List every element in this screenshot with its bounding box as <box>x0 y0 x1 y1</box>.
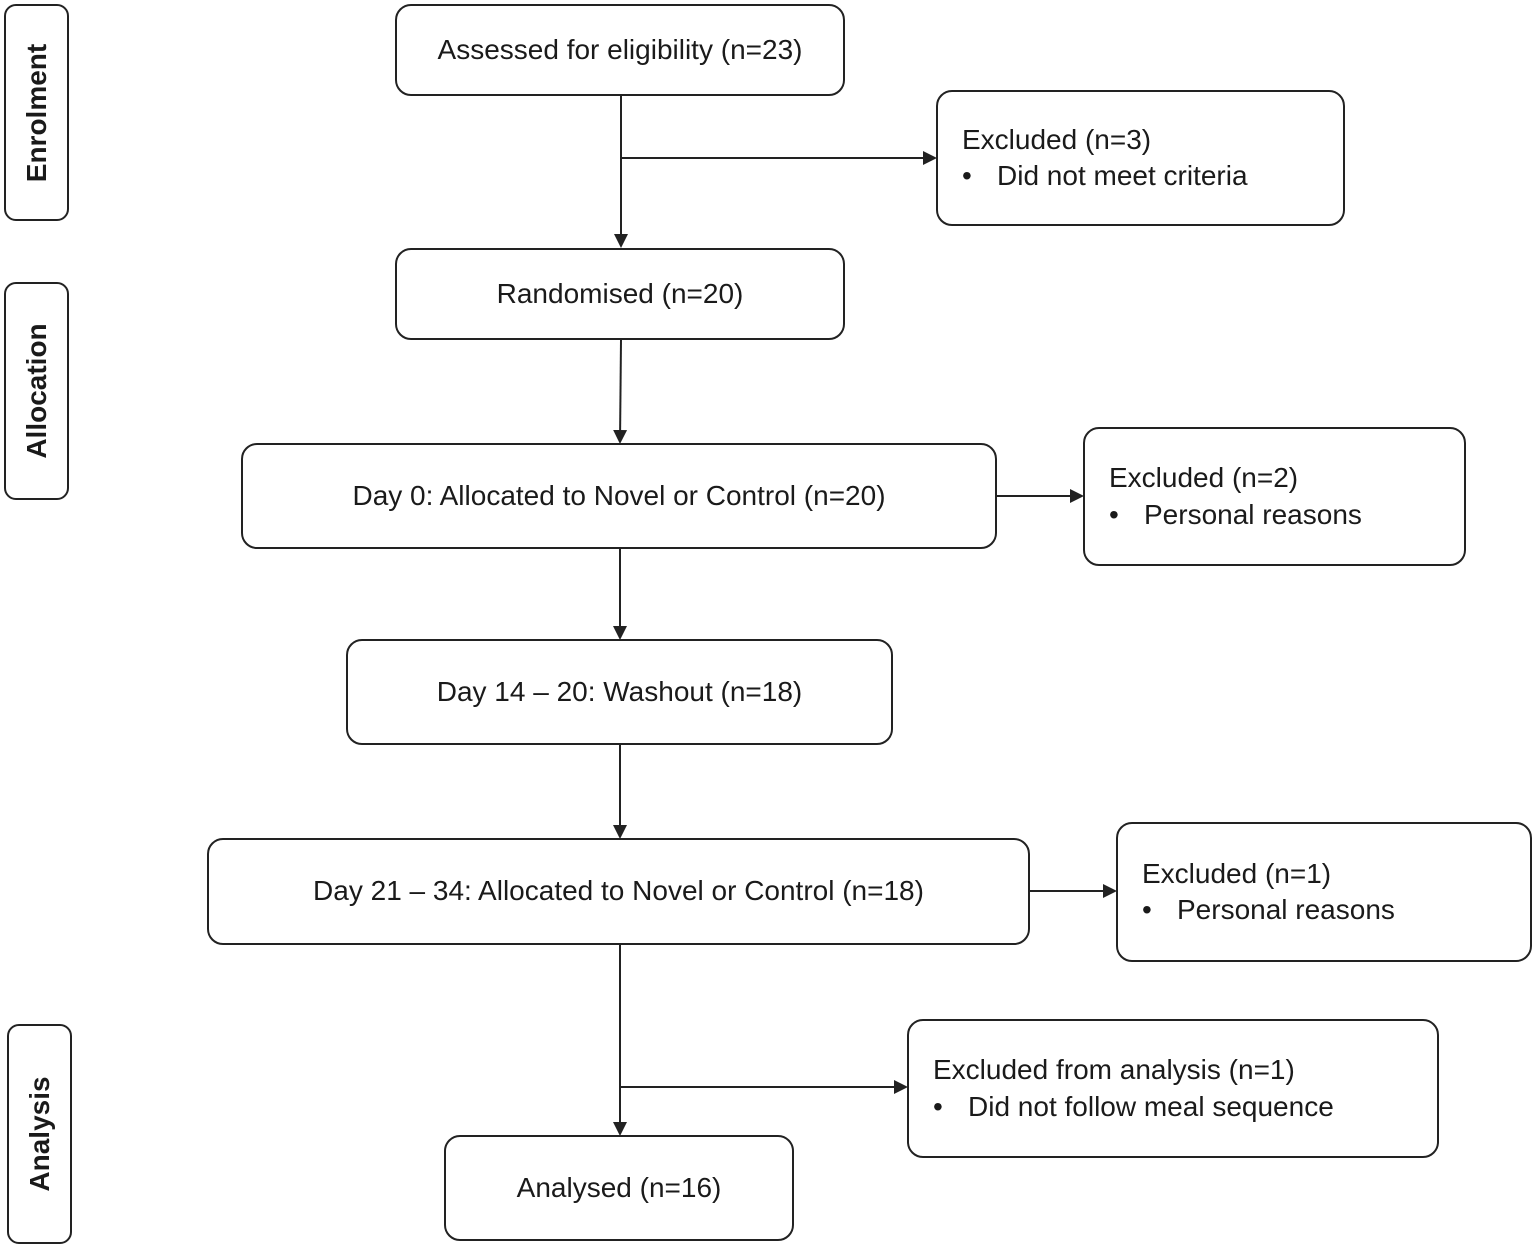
stage-label-allocation-text: Allocation <box>20 323 52 459</box>
excluded-analysis-box: Excluded from analysis (n=1) • Did not f… <box>907 1019 1439 1158</box>
excluded-day0-box: Excluded (n=2) • Personal reasons <box>1083 427 1466 566</box>
excluded-day21-title: Excluded (n=1) <box>1142 857 1332 889</box>
randomised-text: Randomised (n=20) <box>496 277 744 309</box>
bullet-icon: • <box>1142 894 1152 925</box>
day0-allocation-box: Day 0: Allocated to Novel or Control (n=… <box>241 443 997 549</box>
assessed-text: Assessed for eligibility (n=23) <box>437 33 803 65</box>
randomised-box: Randomised (n=20) <box>395 248 845 340</box>
washout-box: Day 14 – 20: Washout (n=18) <box>346 639 893 745</box>
analysed-box: Analysed (n=16) <box>444 1135 794 1241</box>
bullet-icon: • <box>933 1090 943 1122</box>
excluded-enrolment-box: Excluded (n=3) • Did not meet criteria <box>936 90 1345 226</box>
stage-label-analysis-text: Analysis <box>23 1076 55 1192</box>
stage-label-enrolment-text: Enrolment <box>20 43 52 182</box>
excluded-day21-reason-line: • Personal reasons <box>1142 892 1530 928</box>
excluded-enrolment-reason-line: • Did not meet criteria <box>962 158 1343 194</box>
stage-label-enrolment: Enrolment <box>4 4 69 221</box>
excluded-analysis-reason-line: • Did not follow meal sequence <box>933 1089 1437 1125</box>
day0-allocation-text: Day 0: Allocated to Novel or Control (n=… <box>352 479 886 511</box>
assessed-box: Assessed for eligibility (n=23) <box>395 4 845 96</box>
excluded-day0-reason-line: • Personal reasons <box>1109 497 1464 533</box>
day21-allocation-text: Day 21 – 34: Allocated to Novel or Contr… <box>313 875 924 907</box>
bullet-icon: • <box>962 160 972 191</box>
excluded-day21-box: Excluded (n=1) • Personal reasons <box>1116 822 1532 962</box>
excluded-day0-reason: Personal reasons <box>1144 498 1362 530</box>
excluded-enrolment-reason: Did not meet criteria <box>997 160 1248 191</box>
analysed-text: Analysed (n=16) <box>516 1171 722 1203</box>
stage-label-allocation: Allocation <box>4 282 69 500</box>
arrow-randomised-to-day0 <box>613 339 628 444</box>
day21-allocation-box: Day 21 – 34: Allocated to Novel or Contr… <box>207 838 1030 945</box>
excluded-analysis-title: Excluded from analysis (n=1) <box>933 1054 1295 1086</box>
excluded-analysis-reason: Did not follow meal sequence <box>968 1090 1334 1122</box>
excluded-day0-title: Excluded (n=2) <box>1109 462 1299 494</box>
stage-label-analysis: Analysis <box>7 1024 72 1244</box>
excluded-enrolment-title: Excluded (n=3) <box>962 123 1152 155</box>
washout-text: Day 14 – 20: Washout (n=18) <box>436 675 803 707</box>
excluded-day21-reason: Personal reasons <box>1177 894 1395 925</box>
bullet-icon: • <box>1109 498 1119 530</box>
